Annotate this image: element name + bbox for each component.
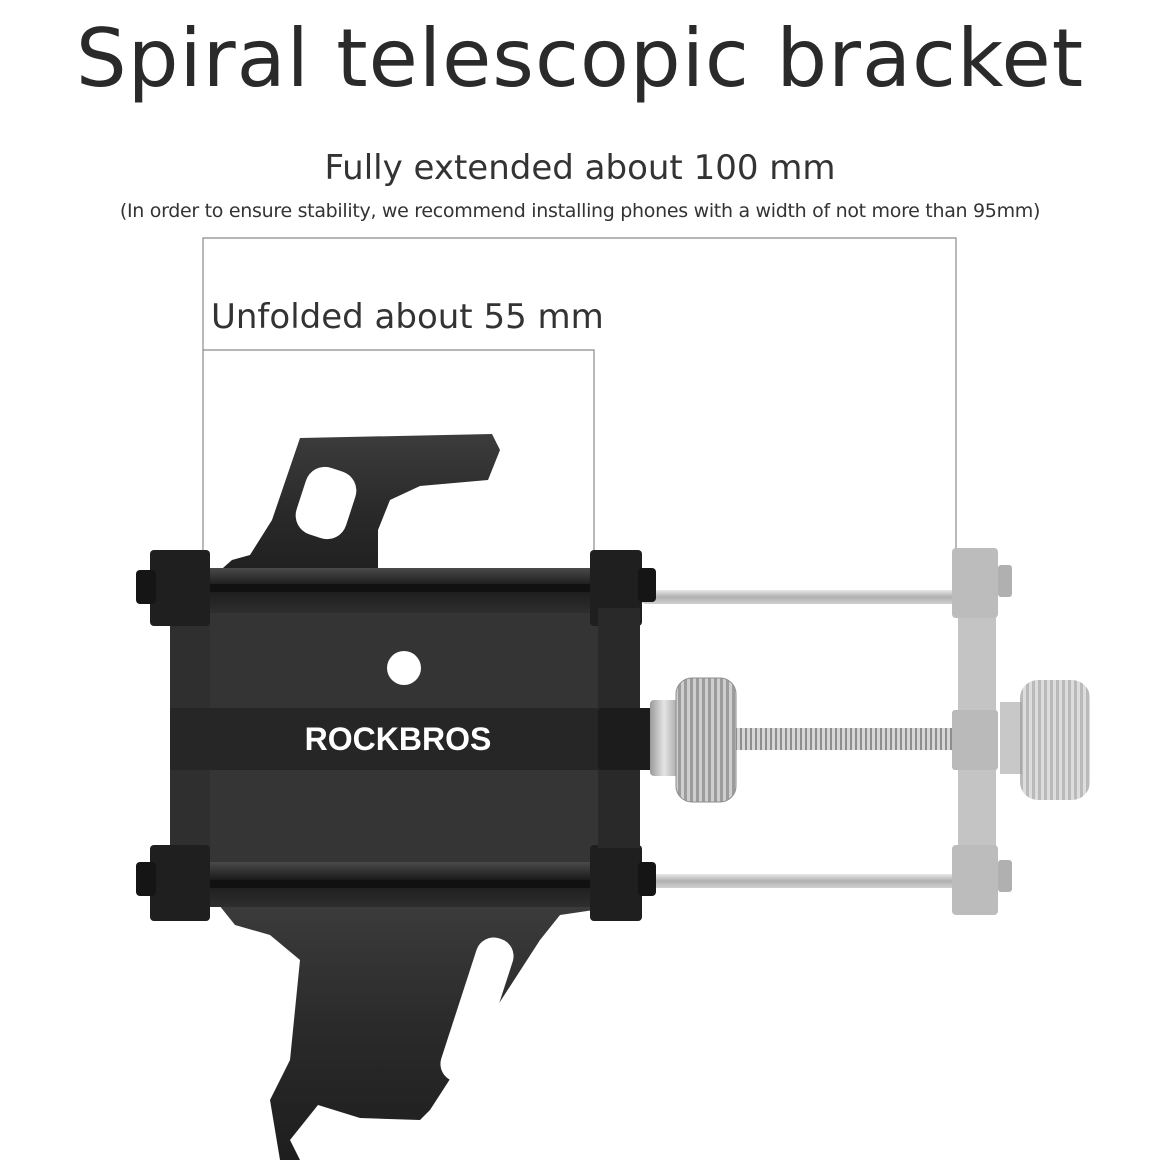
- extended-dimension-line: [202, 237, 957, 565]
- brand-logo-text: ROCKBROS: [305, 721, 492, 757]
- extended-clamp-ghost: [640, 548, 1090, 915]
- top-arm-plate: [215, 434, 594, 585]
- stability-note: (In order to ensure stability, we recomm…: [119, 200, 1041, 222]
- tightening-knob: [650, 677, 737, 803]
- dimension-lines: [202, 237, 957, 565]
- unfolded-length-label: Unfolded about 55 mm: [211, 297, 604, 337]
- page-title: Spiral telescopic bracket: [75, 12, 1085, 105]
- bracket-body: [170, 568, 640, 907]
- bottom-arm-plate: [215, 900, 594, 1160]
- corner-blocks: [136, 550, 656, 921]
- extended-length-label: Fully extended about 100 mm: [324, 148, 836, 188]
- unfolded-dimension-line: [203, 349, 595, 560]
